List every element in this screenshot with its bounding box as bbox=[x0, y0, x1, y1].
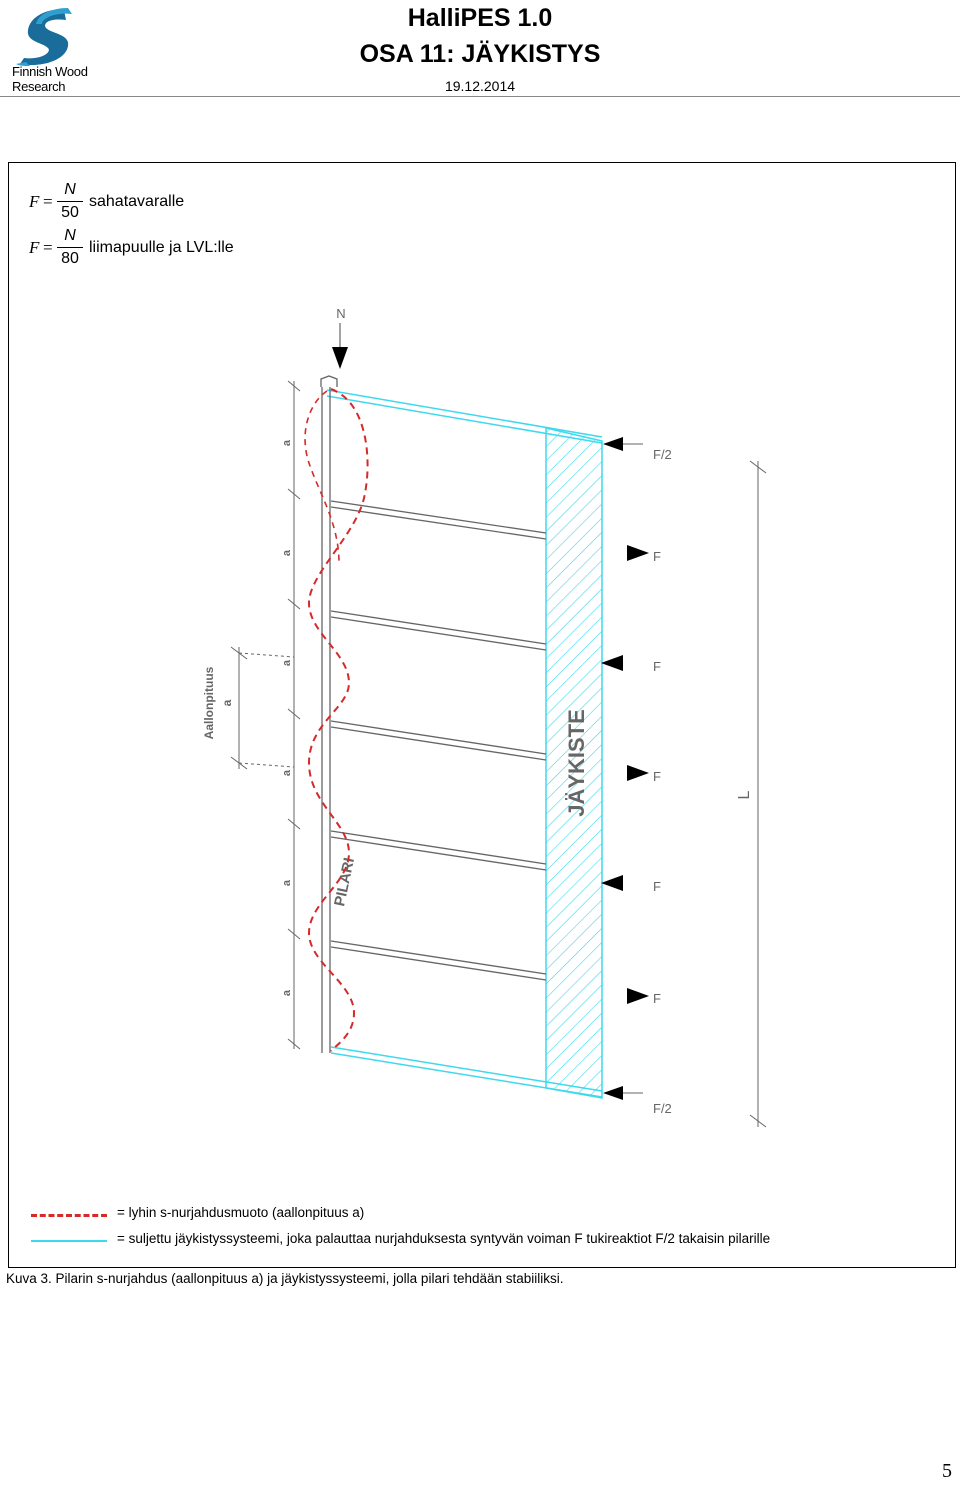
document-title: HalliPES 1.0 bbox=[407, 4, 553, 32]
logo-line-1: Finnish Wood bbox=[12, 64, 88, 79]
buckling-diagram: JÄYKISTE PILARI bbox=[202, 306, 767, 1128]
length-label: L bbox=[736, 790, 753, 799]
force-label-4: F bbox=[653, 879, 661, 894]
spacing-label-5: a bbox=[281, 879, 293, 886]
formula-description: liimapuulle ja LVL:lle bbox=[89, 239, 234, 256]
fraction-bar bbox=[57, 201, 83, 202]
fraction-bar bbox=[57, 247, 83, 248]
fraction-numerator: N bbox=[64, 227, 76, 244]
spacing-label-2: a bbox=[281, 549, 293, 556]
document-subtitle: OSA 11: JÄYKISTYS bbox=[359, 40, 601, 68]
force-label-5: F bbox=[653, 991, 661, 1006]
spacing-labels: a a a a a a bbox=[281, 439, 293, 996]
column: PILARI bbox=[320, 375, 358, 1053]
legend-swatch-dashed-red bbox=[31, 1214, 107, 1217]
formula-lhs: F bbox=[29, 238, 40, 257]
wavelength-value: a bbox=[220, 699, 234, 706]
force-label-bottom: F/2 bbox=[653, 1101, 672, 1116]
finnish-wood-research-logo bbox=[16, 8, 72, 66]
force-label-top: F/2 bbox=[653, 447, 672, 462]
force-label-3: F bbox=[653, 769, 661, 784]
formula-equals: = bbox=[43, 192, 53, 211]
wavelength-dimension bbox=[230, 646, 295, 770]
length-dimension bbox=[749, 460, 767, 1128]
force-label-1: F bbox=[653, 549, 661, 564]
formula-equals: = bbox=[43, 238, 53, 257]
legend-swatch-solid-cyan bbox=[31, 1240, 107, 1242]
bracing-panel: JÄYKISTE bbox=[545, 427, 603, 1099]
formula-fraction: N 50 bbox=[57, 180, 83, 223]
document-date: 19.12.2014 bbox=[444, 78, 516, 94]
spacing-label-6: a bbox=[281, 989, 293, 996]
bracing-chords bbox=[326, 389, 603, 1098]
fraction-numerator: N bbox=[64, 181, 76, 198]
spacing-label-3: a bbox=[281, 659, 293, 666]
legend-text: = suljettu jäykistyssysteemi, joka palau… bbox=[117, 1231, 771, 1246]
spacing-dimension bbox=[287, 380, 301, 1050]
logo-line-2: Research bbox=[12, 79, 66, 94]
fraction-denominator: 50 bbox=[61, 204, 79, 221]
logo-wordmark: Finnish Wood Research bbox=[12, 64, 88, 94]
buckling-curve bbox=[307, 388, 369, 1052]
purlins bbox=[330, 500, 547, 981]
column-label: PILARI bbox=[331, 856, 358, 908]
formula-fraction: N 80 bbox=[57, 226, 83, 269]
legend-text: = lyhin s-nurjahdusmuoto (aallonpituus a… bbox=[117, 1205, 365, 1220]
spacing-label-1: a bbox=[281, 439, 293, 446]
figure-frame: F = N 50 sahatavaralle F = N 80 liimapuu… bbox=[8, 162, 956, 1268]
bracing-label: JÄYKISTE bbox=[564, 709, 589, 817]
wavelength-label: Aallonpituus bbox=[202, 666, 216, 739]
spacing-label-4: a bbox=[281, 769, 293, 776]
buckling-curve-back bbox=[304, 390, 340, 564]
formula-lhs: F bbox=[29, 192, 40, 211]
page-number: 5 bbox=[942, 1460, 952, 1482]
fraction-denominator: 80 bbox=[61, 250, 79, 267]
load-label: N bbox=[336, 306, 345, 321]
formula-description: sahatavaralle bbox=[89, 193, 185, 210]
figure-caption: Kuva 3. Pilarin s-nurjahdus (aallonpituu… bbox=[6, 1271, 564, 1286]
force-labels: F/2 F F F F F F/2 bbox=[653, 447, 672, 1116]
force-arrows bbox=[601, 437, 649, 1100]
load-arrow-n: N bbox=[332, 306, 348, 369]
header-divider bbox=[0, 96, 960, 97]
force-label-2: F bbox=[653, 659, 661, 674]
